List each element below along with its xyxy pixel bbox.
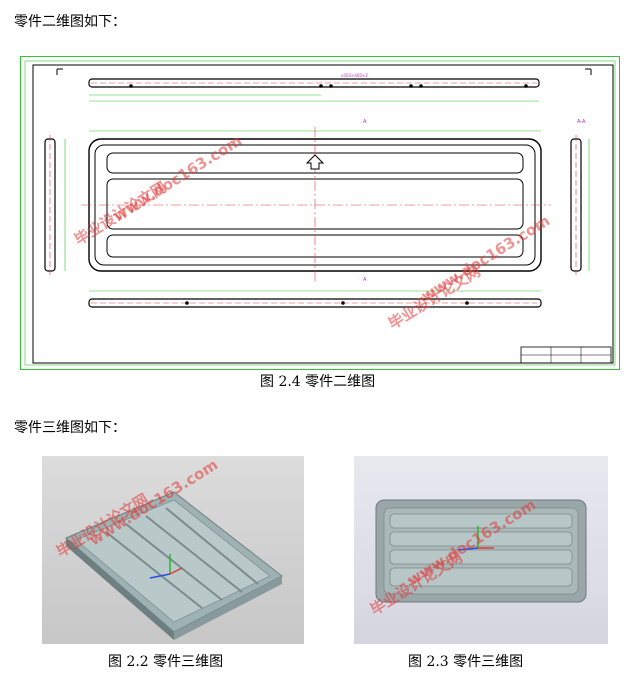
render-3d-top: [354, 456, 608, 644]
svg-text:x350×400×2: x350×400×2: [341, 73, 368, 78]
section-label-aa: A-A: [577, 119, 586, 125]
intro-2d-text: 零件二维图如下：: [14, 14, 126, 30]
render-3d-top-svg: [375, 499, 587, 603]
caption-figure-2-4: 图 2.4 零件二维图: [260, 374, 376, 390]
render-3d-isometric: [42, 456, 304, 644]
section-label-a-top: A: [363, 119, 367, 125]
drawing-svg: x350×400×2 A A A-A: [24, 60, 616, 366]
caption-figure-2-3: 图 2.3 零件三维图: [408, 654, 524, 670]
intro-3d-text: 零件三维图如下：: [14, 420, 126, 436]
engineering-drawing-2d: x350×400×2 A A A-A: [20, 56, 620, 370]
caption-figure-2-2: 图 2.2 零件三维图: [108, 654, 224, 670]
render-3d-isometric-svg: [65, 491, 283, 640]
section-label-a-bottom: A: [363, 277, 367, 283]
